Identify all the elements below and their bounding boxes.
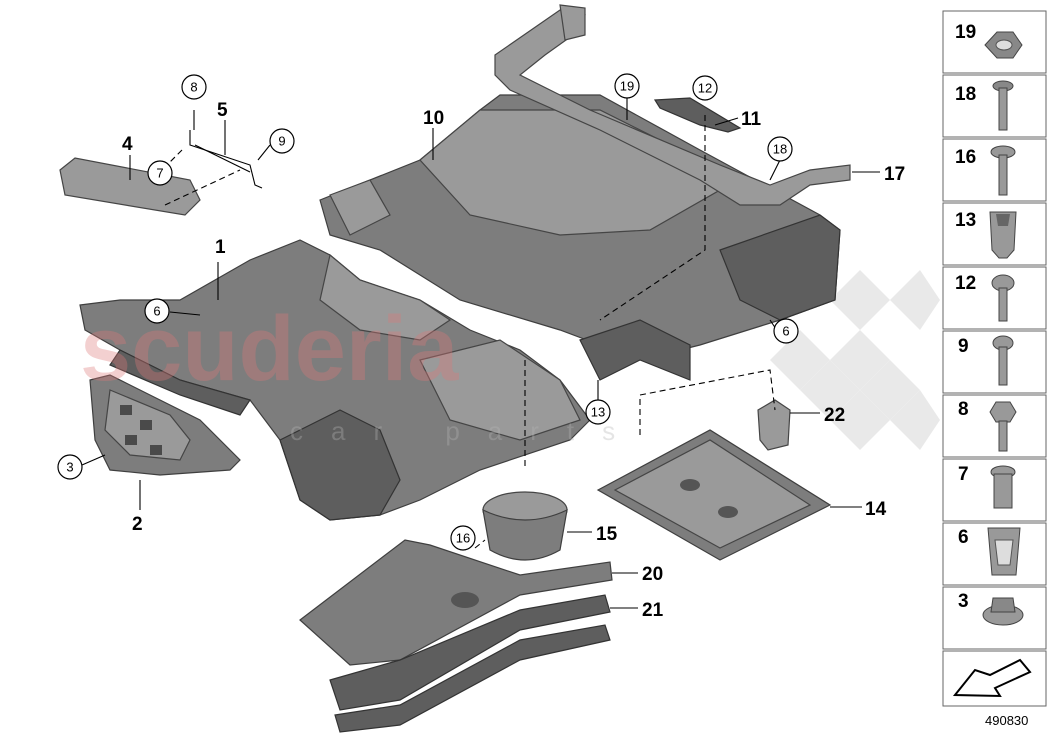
callout-13: 13 [591, 405, 605, 420]
legend-label-19: 19 [955, 22, 976, 43]
watermark-text: scuderia [80, 298, 459, 400]
clip-icon [987, 527, 1021, 576]
callout-5: 5 [217, 100, 228, 121]
callout-7: 7 [156, 166, 163, 181]
part-1-front-floor-carpet [79, 239, 591, 521]
callout-4: 4 [122, 134, 133, 155]
legend-label-3: 3 [958, 591, 969, 612]
callout-20: 20 [642, 564, 663, 585]
front-arrow-icon [952, 658, 1032, 698]
callout-12: 12 [698, 81, 712, 96]
part-15-cup [482, 491, 568, 561]
callout-10: 10 [423, 108, 444, 129]
callout-6-right: 6 [782, 324, 789, 339]
collar-screw-icon [989, 401, 1017, 452]
callout-8: 8 [190, 80, 197, 95]
flange-screw-icon [992, 80, 1014, 131]
pan-head-screw-icon [990, 145, 1016, 196]
callout-21: 21 [642, 600, 664, 621]
part-11-strip [653, 97, 742, 133]
rivet-nut-icon [990, 465, 1016, 509]
callout-15: 15 [596, 524, 618, 545]
callout-17: 17 [884, 164, 905, 185]
button-head-screw-icon [991, 274, 1015, 322]
collar-nut-icon [982, 597, 1024, 626]
legend-cell-12 [942, 266, 1047, 330]
legend-label-16: 16 [955, 147, 976, 168]
part-20-panel [299, 539, 613, 666]
connector-lines [164, 115, 776, 549]
callout-labels: 1 2 4 5 10 11 14 15 17 20 21 22 [122, 100, 905, 621]
callout-2: 2 [132, 514, 143, 535]
callout-22: 22 [824, 405, 845, 426]
part-2-foam-block [89, 374, 241, 476]
watermark-checker [770, 270, 940, 450]
legend-label-13: 13 [955, 210, 976, 231]
callout-11: 11 [741, 109, 762, 130]
part-5-bracket [189, 130, 263, 189]
callout-6-left: 6 [153, 304, 160, 319]
part-17-rail [494, 4, 851, 206]
callout-9: 9 [278, 134, 285, 149]
expanding-nut-icon [989, 211, 1017, 259]
legend-label-12: 12 [955, 273, 976, 294]
legend-label-18: 18 [955, 84, 976, 105]
legend-label-6: 6 [958, 527, 969, 548]
hex-flange-nut-icon [984, 31, 1023, 59]
callout-19: 19 [620, 79, 634, 94]
legend-label-8: 8 [958, 399, 969, 420]
callout-14: 14 [865, 499, 887, 520]
callout-3: 3 [66, 460, 73, 475]
torx-screw-icon [992, 335, 1014, 386]
callout-18: 18 [773, 142, 787, 157]
part-21-panel [329, 594, 611, 733]
part-4-trim-bar [59, 157, 201, 216]
legend-label-9: 9 [958, 336, 969, 357]
watermark-subtext: car parts [290, 416, 643, 446]
reference-number: 490830 [985, 713, 1028, 728]
part-22-pad [757, 399, 791, 451]
circled-callouts: 8 9 7 6 3 19 12 18 6 13 16 [57, 73, 799, 551]
fastener-legend: 19 18 16 13 12 9 [942, 10, 1047, 707]
callout-1: 1 [215, 237, 226, 258]
part-14-tray [596, 429, 832, 561]
callout-16: 16 [456, 531, 470, 546]
legend-label-7: 7 [958, 464, 969, 485]
